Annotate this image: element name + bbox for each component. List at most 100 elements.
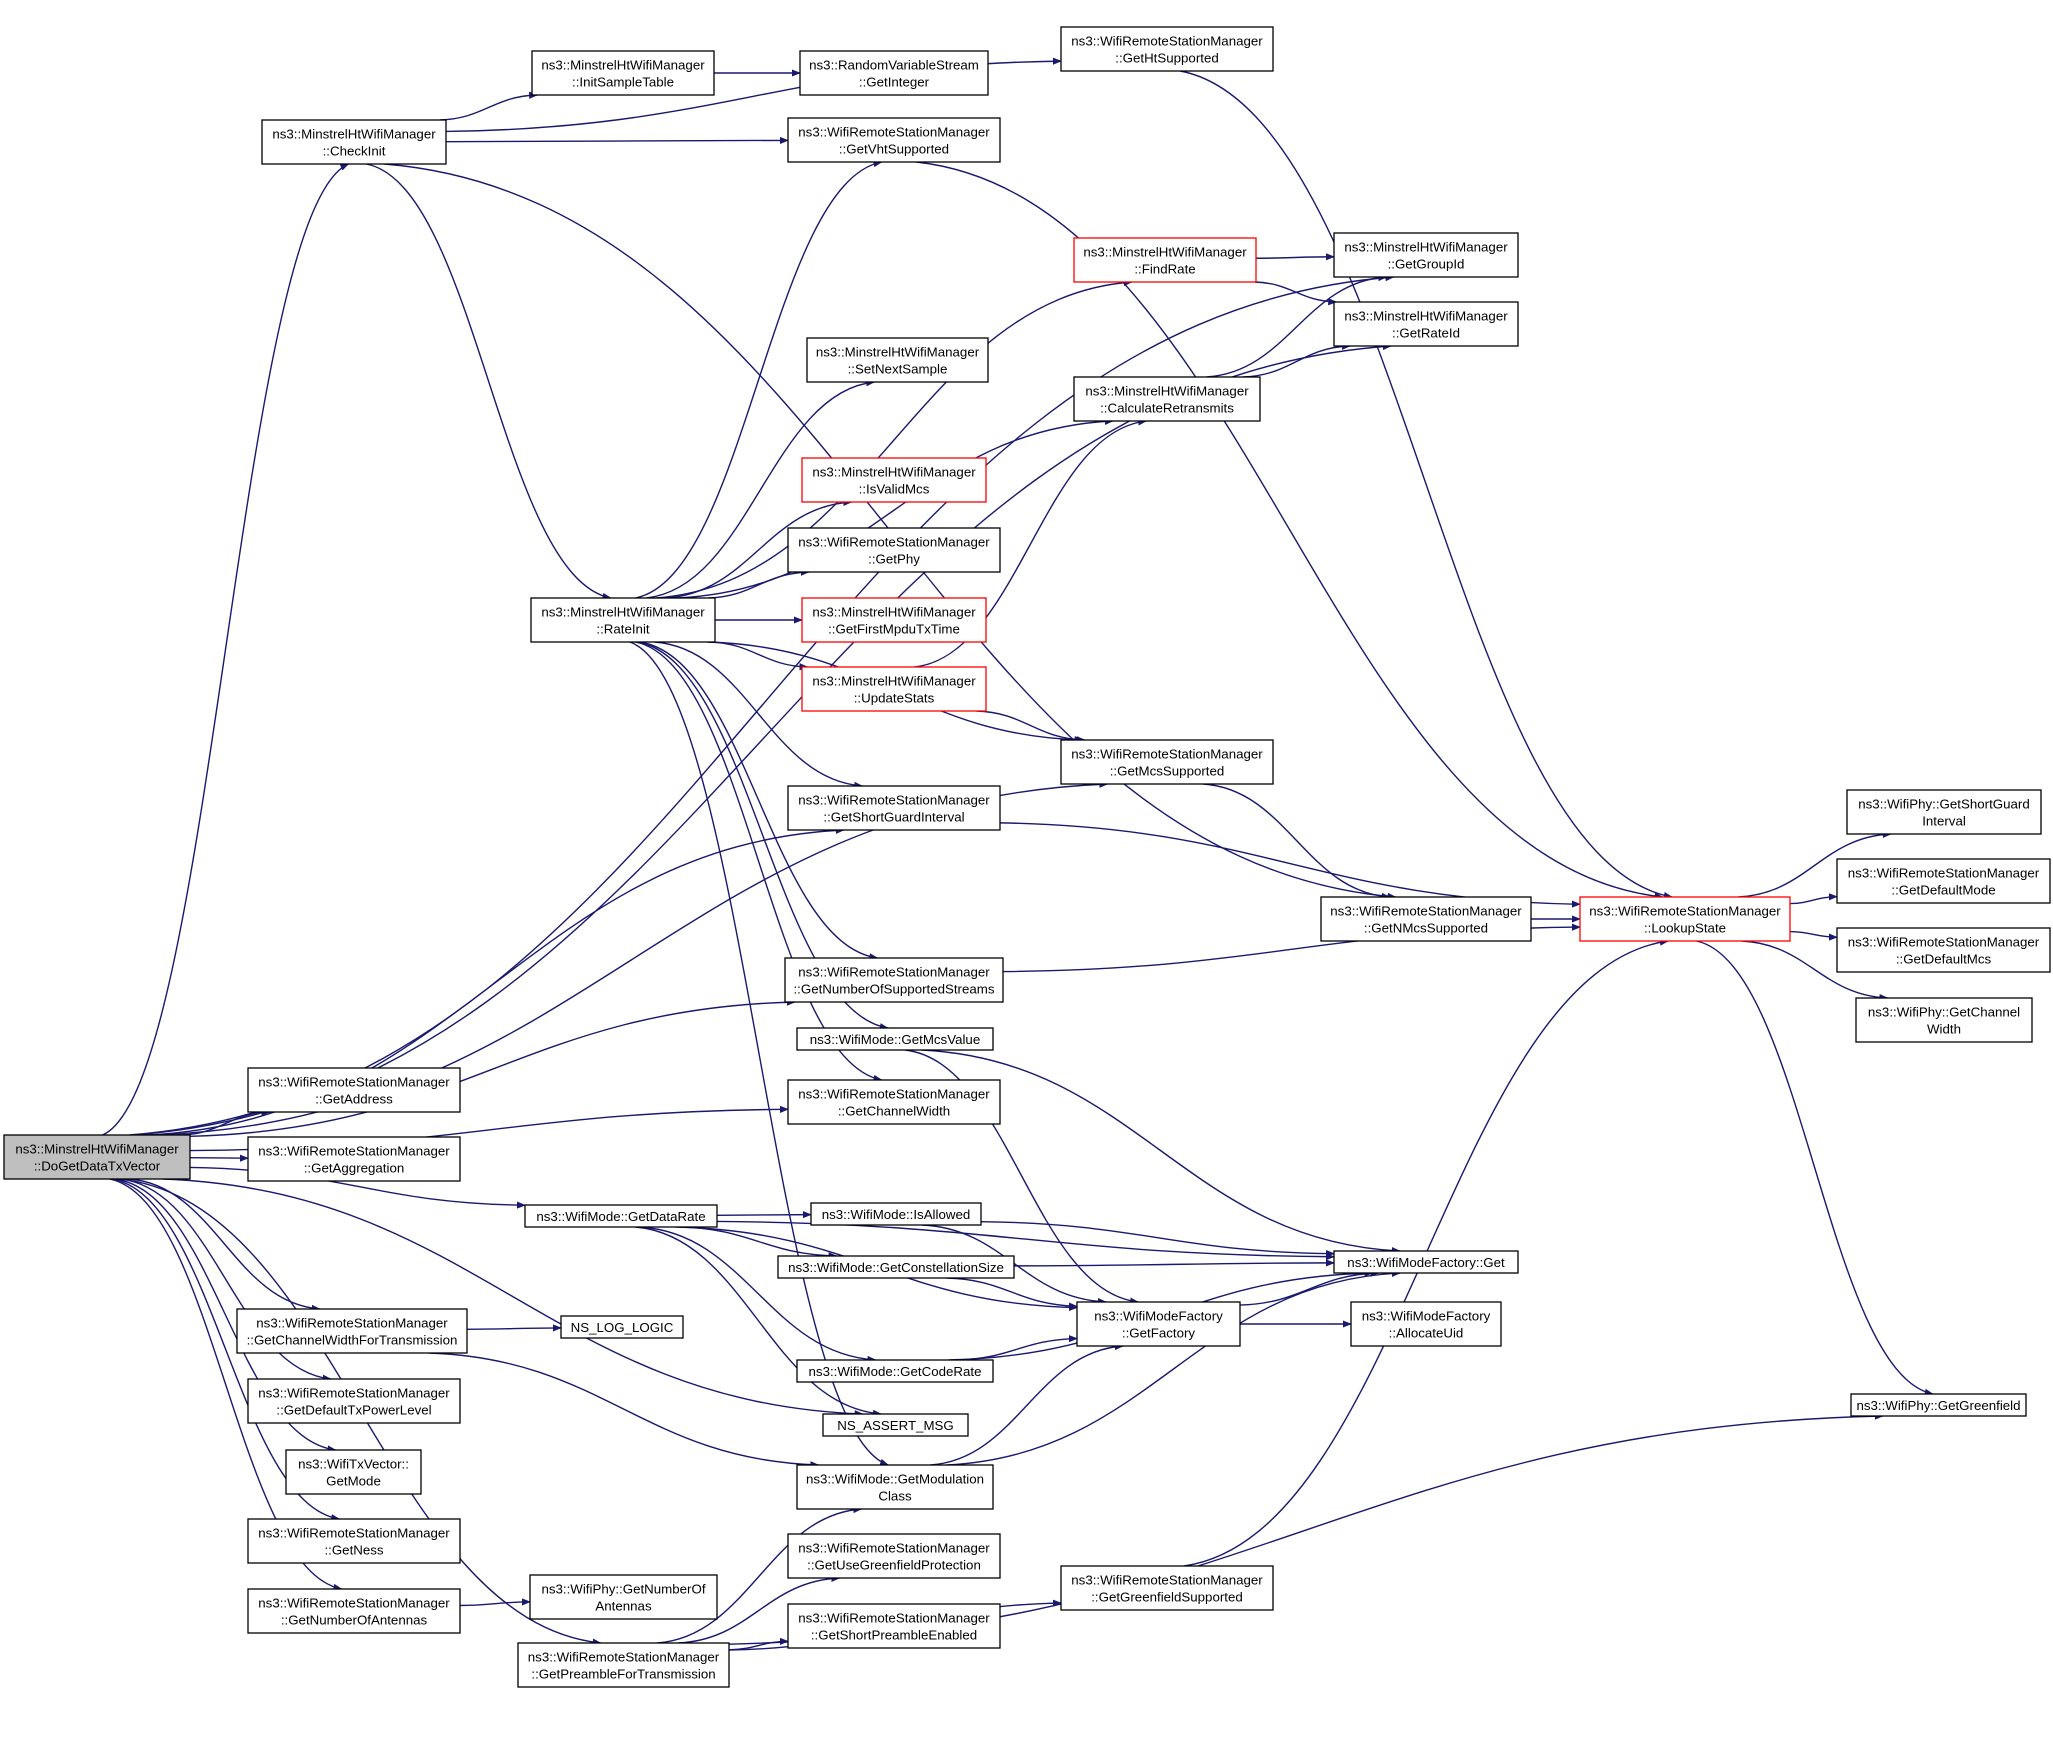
edge-line [1789,930,1838,941]
node-label-line: ::GetDefaultMcs [1896,952,1992,967]
edge-constsize-to-mfget [1013,1259,1335,1267]
node-checkinit[interactable]: ns3::MinstrelHtWifiManager::CheckInit [261,119,447,165]
node-deftxp[interactable]: ns3::WifiRemoteStationManager::GetDefaul… [247,1378,461,1424]
node-shortpre[interactable]: ns3::WifiRemoteStationManager::GetShortP… [787,1603,1001,1649]
edge-root-to-cwfortx [129,1178,321,1312]
node-numstreams[interactable]: ns3::WifiRemoteStationManager::GetNumber… [784,957,1004,1003]
node-root[interactable]: ns3::MinstrelHtWifiManager::DoGetDataTxV… [3,1134,191,1180]
node-label-line: ns3::WifiRemoteStationManager [258,1596,450,1611]
edge-line [665,498,853,599]
node-getsgi[interactable]: ns3::WifiRemoteStationManager::GetShortG… [787,785,1001,831]
node-phy_sgi[interactable]: ns3::WifiPhy::GetShortGuardInterval [1846,789,2042,835]
node-box [261,119,447,165]
edge-line [114,1178,337,1453]
node-label-line: ::GetInteger [859,75,930,90]
node-label-line: ::RateInit [596,622,650,637]
node-findrate[interactable]: ns3::MinstrelHtWifiManager::FindRate [1073,237,1257,283]
node-label-line: ::GetAggregation [304,1161,405,1176]
node-box [236,1308,468,1354]
edge-rateinit-to-getphy [708,568,810,599]
node-getaddr[interactable]: ns3::WifiRemoteStationManager::GetAddres… [247,1067,461,1113]
node-box [801,597,987,643]
node-allocuid[interactable]: ns3::WifiModeFactory::AllocateUid [1350,1301,1502,1347]
node-getrateid[interactable]: ns3::MinstrelHtWifiManager::GetRateId [1333,301,1519,347]
node-mfget[interactable]: ns3::WifiModeFactory::Get [1333,1250,1519,1274]
edge-line [1255,253,1335,261]
node-nslog[interactable]: NS_LOG_LOGIC [560,1315,684,1339]
node-nsassert[interactable]: NS_ASSERT_MSG [822,1413,969,1437]
node-updatestats[interactable]: ns3::MinstrelHtWifiManager::UpdateStats [801,666,987,712]
node-cwfortx[interactable]: ns3::WifiRemoteStationManager::GetChanne… [236,1308,468,1354]
node-label-line: ::GetNumberOfSupportedStreams [793,982,994,997]
node-defmcs[interactable]: ns3::WifiRemoteStationManager::GetDefaul… [1836,927,2051,973]
edge-getfactory-to-mfget [1239,1269,1380,1306]
node-label-line: ::GetDefaultTxPowerLevel [276,1403,431,1418]
node-getinteger[interactable]: ns3::RandomVariableStream::GetInteger [799,50,989,96]
node-phyant[interactable]: ns3::WifiPhy::GetNumberOfAntennas [529,1574,718,1620]
node-box [799,50,989,96]
node-box [1836,858,2051,904]
node-initsample[interactable]: ns3::MinstrelHtWifiManager::InitSampleTa… [531,50,715,96]
edge-line [999,822,1581,908]
node-defmode[interactable]: ns3::WifiRemoteStationManager::GetDefaul… [1836,858,2051,904]
node-getgroupid[interactable]: ns3::MinstrelHtWifiManager::GetGroupId [1333,232,1519,278]
edge-rateinit-to-isvalidmcs [665,498,853,599]
node-setnext[interactable]: ns3::MinstrelHtWifiManager::SetNextSampl… [806,337,989,383]
edge-cwfortx-to-nslog [466,1324,562,1332]
node-getaggr[interactable]: ns3::WifiRemoteStationManager::GetAggreg… [247,1136,461,1182]
edge-line [1203,783,1391,901]
node-isvalidmcs[interactable]: ns3::MinstrelHtWifiManager::IsValidMcs [801,457,987,503]
node-getcw[interactable]: ns3::WifiRemoteStationManager::GetChanne… [787,1079,1001,1125]
edge-updatestats-to-calcretx [914,418,1148,668]
edge-findrate-to-getrateid [1254,281,1338,306]
node-isallowed[interactable]: ns3::WifiMode::IsAllowed [810,1202,982,1226]
node-rateinit[interactable]: ns3::MinstrelHtWifiManager::RateInit [530,597,716,643]
node-getht[interactable]: ns3::WifiRemoteStationManager::GetHtSupp… [1060,26,1274,72]
node-label-line: ns3::WifiMode::GetDataRate [536,1209,705,1224]
node-getphy[interactable]: ns3::WifiRemoteStationManager::GetPhy [787,527,1001,573]
node-label-line: ::GetDefaultMode [1891,883,1995,898]
node-mcsvalue[interactable]: ns3::WifiMode::GetMcsValue [796,1027,994,1051]
node-txvgetmode[interactable]: ns3::WifiTxVector::GetMode [285,1449,422,1495]
node-label-line: ::GetNMcsSupported [1364,921,1488,936]
node-label-line: ns3::MinstrelHtWifiManager [1344,240,1508,255]
node-label-line: ::GetHtSupported [1115,51,1218,66]
node-box [1579,896,1791,942]
node-label-line: ns3::WifiRemoteStationManager [1589,904,1781,919]
node-firstmpdu[interactable]: ns3::MinstrelHtWifiManager::GetFirstMpdu… [801,597,987,643]
node-label-line: ns3::WifiRemoteStationManager [256,1316,448,1331]
node-box [822,1413,969,1437]
node-preamble[interactable]: ns3::WifiRemoteStationManager::GetPreamb… [517,1642,730,1688]
edge-line [976,710,1086,744]
node-numant[interactable]: ns3::WifiRemoteStationManager::GetNumber… [247,1588,461,1634]
edge-modclass-to-getfactory [930,1342,1124,1466]
node-label-line: ::GetGreenfieldSupported [1091,1590,1243,1605]
node-label-line: ns3::RandomVariableStream [809,58,979,73]
node-coderate[interactable]: ns3::WifiMode::GetCodeRate [796,1359,994,1383]
node-label-line: ::GetNumberOfAntennas [281,1613,428,1628]
node-getnmcs[interactable]: ns3::WifiRemoteStationManager::GetNMcsSu… [1320,896,1532,942]
node-greenfield[interactable]: ns3::WifiPhy::GetGreenfield [1850,1393,2027,1417]
edge-rateinit-to-calcretx [677,417,1114,599]
node-getness[interactable]: ns3::WifiRemoteStationManager::GetNess [247,1518,461,1564]
node-getmcssup[interactable]: ns3::WifiRemoteStationManager::GetMcsSup… [1060,739,1274,785]
node-lookup[interactable]: ns3::WifiRemoteStationManager::LookupSta… [1579,896,1791,942]
node-box [1076,1301,1241,1347]
node-datarate[interactable]: ns3::WifiMode::GetDataRate [524,1204,718,1228]
edge-line [639,641,879,961]
node-gfsup[interactable]: ns3::WifiRemoteStationManager::GetGreenf… [1060,1565,1274,1611]
node-constsize[interactable]: ns3::WifiMode::GetConstellationSize [777,1255,1015,1279]
node-getfactory[interactable]: ns3::WifiModeFactory::GetFactory [1076,1301,1241,1347]
node-usegf[interactable]: ns3::WifiRemoteStationManager::GetUseGre… [787,1533,1001,1579]
edge-calcretx-to-getgroupid [1206,273,1388,378]
node-label-line: ns3::WifiRemoteStationManager [798,535,990,550]
node-label-line: ns3::MinstrelHtWifiManager [816,345,980,360]
node-label-line: ns3::WifiRemoteStationManager [258,1075,450,1090]
node-label-line: ns3::MinstrelHtWifiManager [812,674,976,689]
edge-line [930,1342,1124,1466]
node-getvht[interactable]: ns3::WifiRemoteStationManager::GetVhtSup… [787,117,1001,163]
edge-lookup-to-defmode [1789,893,1838,905]
node-phy_cw[interactable]: ns3::WifiPhy::GetChannelWidth [1855,997,2033,1043]
node-calcretx[interactable]: ns3::MinstrelHtWifiManager::CalculateRet… [1073,376,1261,422]
